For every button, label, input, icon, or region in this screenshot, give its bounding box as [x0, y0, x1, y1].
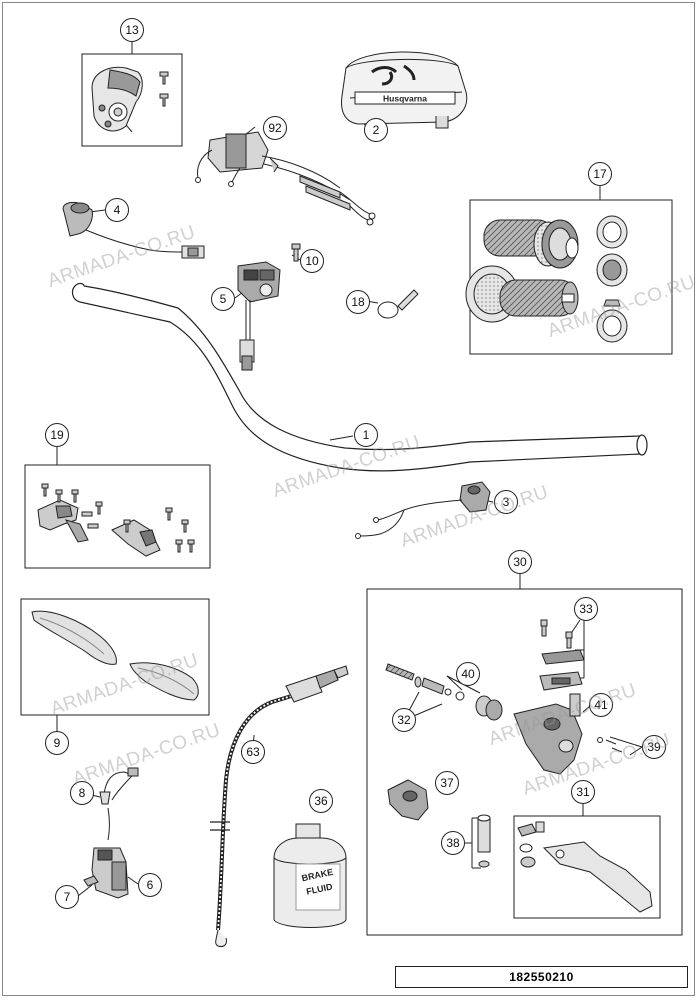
callout-13: 13: [120, 18, 144, 42]
brake-lever-31: [517, 821, 653, 913]
box-17: [469, 199, 673, 355]
callout-32: 32: [392, 708, 416, 732]
pad-logo-text: Husqvarna: [383, 94, 427, 104]
callout-19: 19: [45, 423, 69, 447]
master-cylinder-group-30: [385, 619, 623, 775]
callout-7: 7: [55, 885, 79, 909]
grip-set-17: [465, 215, 628, 343]
callout-41: 41: [589, 693, 613, 717]
callout-1: 1: [354, 423, 378, 447]
reservoir-cap-37: [387, 779, 429, 821]
clutch-switch-assembly: [83, 767, 139, 899]
bushing-38: [477, 814, 491, 868]
drawing-number: 182550210: [395, 966, 688, 988]
brake-hose-63: [210, 665, 349, 947]
switch-3: [355, 481, 491, 539]
switch-housing-13: [91, 66, 169, 132]
callout-38: 38: [441, 831, 465, 855]
callout-2: 2: [364, 118, 388, 142]
callout-31: 31: [571, 780, 595, 804]
callout-92: 92: [263, 116, 287, 140]
callout-6: 6: [138, 873, 162, 897]
handlebar-pad-2: Husqvarna: [341, 51, 468, 129]
box-19: [24, 464, 211, 569]
callout-4: 4: [105, 198, 129, 222]
box-9: [20, 598, 210, 716]
callout-5: 5: [211, 287, 235, 311]
lever-mounts-19: [37, 483, 195, 557]
screw-10: [291, 243, 301, 262]
callout-37: 37: [435, 771, 459, 795]
callout-40: 40: [456, 662, 480, 686]
callout-8: 8: [70, 781, 94, 805]
switch-5: [237, 261, 281, 371]
brake-fluid-bottle-36: BRAKE FLUID: [273, 823, 347, 928]
callout-18: 18: [346, 290, 370, 314]
callout-3: 3: [494, 490, 518, 514]
cable-tie-18: [377, 289, 419, 319]
callout-33: 33: [574, 597, 598, 621]
callout-30: 30: [508, 550, 532, 574]
kill-switch-4: [62, 201, 205, 259]
box-31: [513, 815, 661, 919]
callout-10: 10: [300, 249, 324, 273]
callout-36: 36: [309, 789, 333, 813]
box-30: [366, 588, 683, 936]
callout-9: 9: [45, 731, 69, 755]
callout-39: 39: [642, 735, 666, 759]
hand-guards-9: [31, 610, 199, 701]
callout-63: 63: [241, 740, 265, 764]
throttle-assembly-92: [195, 131, 376, 226]
callout-17: 17: [588, 162, 612, 186]
handlebar-1: [71, 282, 648, 472]
